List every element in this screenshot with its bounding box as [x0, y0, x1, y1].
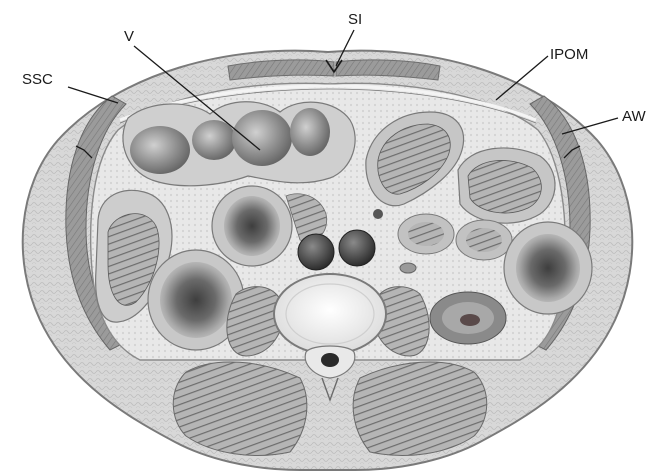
label-si: SI — [348, 11, 362, 28]
ivc-vessel — [298, 234, 334, 270]
kidney — [430, 292, 506, 344]
vertebral-body — [274, 274, 386, 354]
descending-colon — [504, 222, 592, 314]
label-ipom: IPOM — [550, 46, 588, 63]
label-ssc: SSC — [22, 71, 53, 88]
label-aw: AW — [622, 108, 646, 125]
aorta-vessel — [339, 230, 375, 266]
label-v: V — [124, 28, 134, 45]
leader-ssc — [68, 87, 118, 103]
transverse-colon — [123, 102, 355, 186]
